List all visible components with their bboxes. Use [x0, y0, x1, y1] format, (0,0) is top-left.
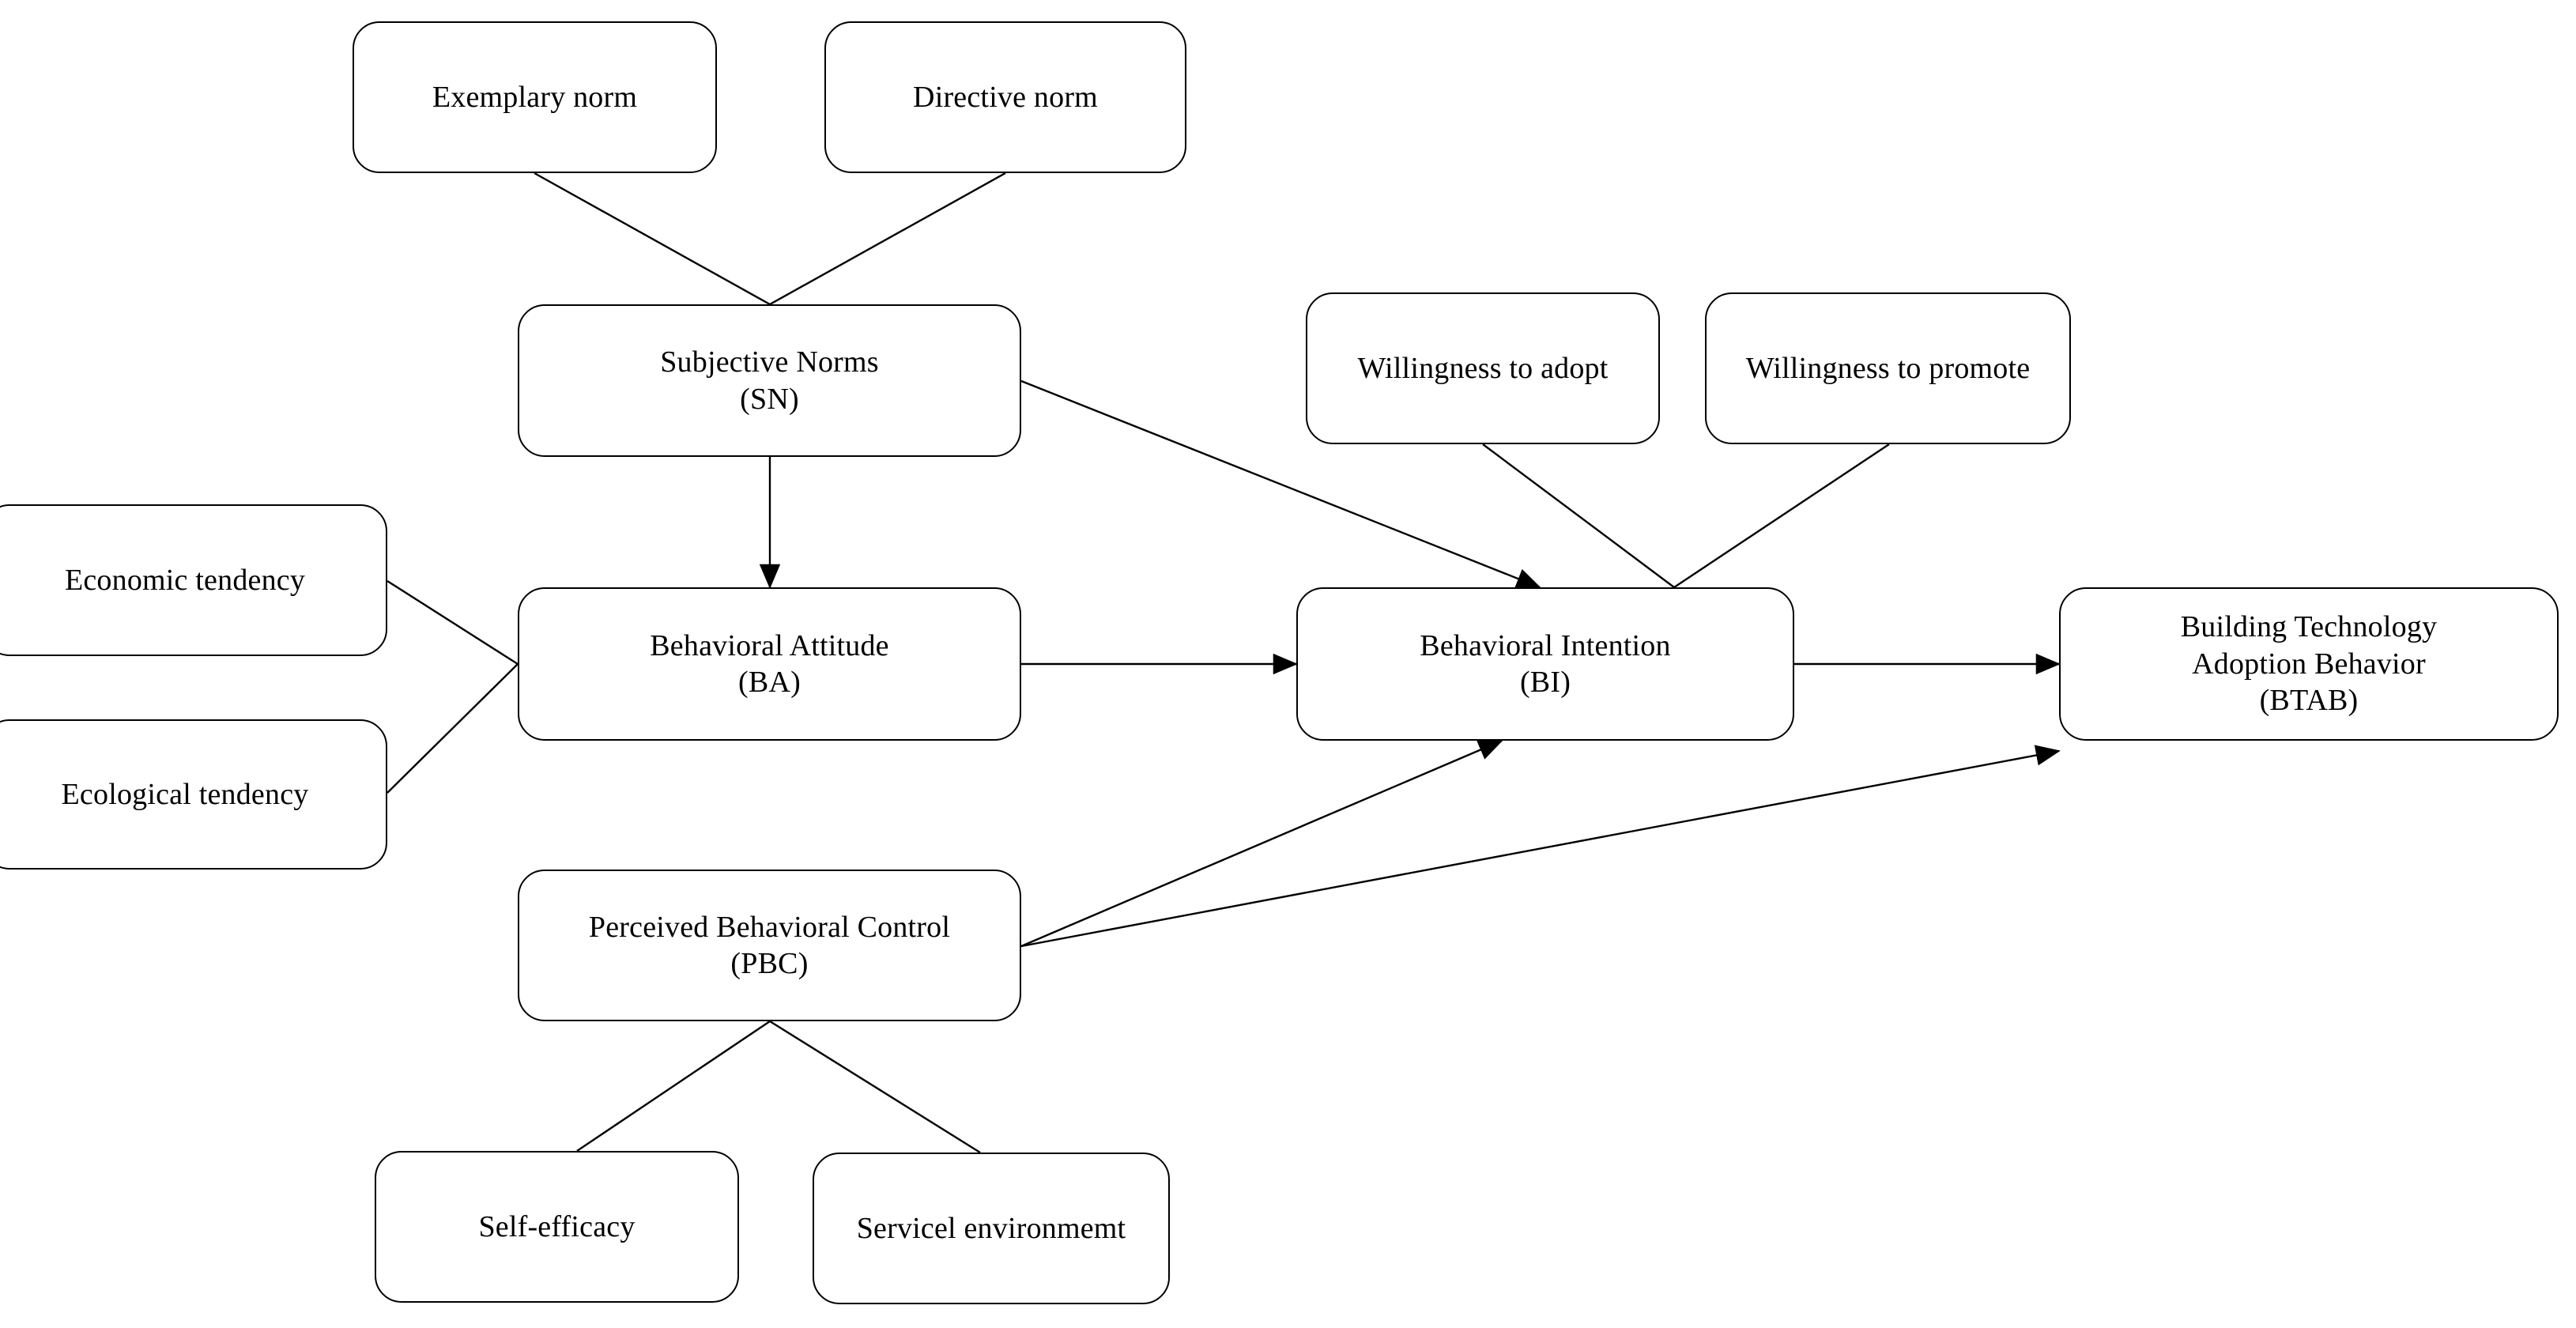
node-label-directive-norm: Directive norm — [913, 80, 1098, 114]
node-label-self-efficacy: Self-efficacy — [478, 1209, 636, 1243]
edge-perceived-behavioral-control-to-behavioral-intention — [1020, 739, 1503, 948]
node-economic-tendency[interactable]: Economic tendency — [0, 504, 387, 656]
node-label-exemplary-norm: Exemplary norm — [432, 80, 638, 114]
edge-servicel-environmemt-to-perceived-behavioral-control — [769, 1020, 981, 1154]
node-label-willingness-to-adopt: Willingness to adopt — [1357, 351, 1609, 385]
node-directive-norm[interactable]: Directive norm — [824, 21, 1186, 173]
node-self-efficacy[interactable]: Self-efficacy — [375, 1151, 739, 1303]
node-label-behavioral-attitude: Behavioral Attitude (BA) — [650, 628, 889, 699]
node-perceived-behavioral-control[interactable]: Perceived Behavioral Control (PBC) — [518, 870, 1021, 1021]
node-exemplary-norm[interactable]: Exemplary norm — [353, 21, 717, 173]
node-willingness-to-adopt[interactable]: Willingness to adopt — [1306, 292, 1660, 444]
node-label-servicel-environmemt: Servicel environmemt — [856, 1211, 1126, 1245]
node-label-subjective-norms: Subjective Norms (SN) — [660, 345, 879, 416]
node-building-technology-adoption-behavior[interactable]: Building Technology Adoption Behavior (B… — [2059, 587, 2559, 741]
node-label-ecological-tendency: Ecological tendency — [61, 777, 309, 811]
node-willingness-to-promote[interactable]: Willingness to promote — [1705, 292, 2071, 444]
node-label-economic-tendency: Economic tendency — [64, 563, 306, 597]
edge-subjective-norms-to-behavioral-intention — [1020, 379, 1541, 589]
node-label-building-technology-adoption-behavior: Building Technology Adoption Behavior (B… — [2180, 610, 2438, 718]
node-behavioral-intention[interactable]: Behavioral Intention (BI) — [1296, 587, 1794, 741]
node-servicel-environmemt[interactable]: Servicel environmemt — [813, 1153, 1170, 1304]
edge-self-efficacy-to-perceived-behavioral-control — [576, 1021, 771, 1152]
edge-directive-norm-to-subjective-norms — [769, 172, 1006, 306]
node-label-behavioral-intention: Behavioral Intention (BI) — [1420, 628, 1671, 699]
edge-exemplary-norm-to-subjective-norms — [534, 172, 771, 306]
edge-ecological-tendency-to-behavioral-attitude — [387, 663, 519, 794]
edge-perceived-behavioral-control-to-building-technology-adoption-behavior — [1020, 745, 2061, 948]
edge-willingness-to-promote-to-behavioral-intention — [1673, 443, 1890, 588]
edge-willingness-to-adopt-to-behavioral-intention — [1482, 443, 1675, 588]
node-label-perceived-behavioral-control: Perceived Behavioral Control (PBC) — [588, 910, 951, 980]
node-behavioral-attitude[interactable]: Behavioral Attitude (BA) — [518, 587, 1021, 741]
node-ecological-tendency[interactable]: Ecological tendency — [0, 719, 387, 870]
node-subjective-norms[interactable]: Subjective Norms (SN) — [518, 304, 1021, 457]
edge-economic-tendency-to-behavioral-attitude — [387, 579, 519, 666]
node-label-willingness-to-promote: Willingness to promote — [1745, 351, 2031, 385]
